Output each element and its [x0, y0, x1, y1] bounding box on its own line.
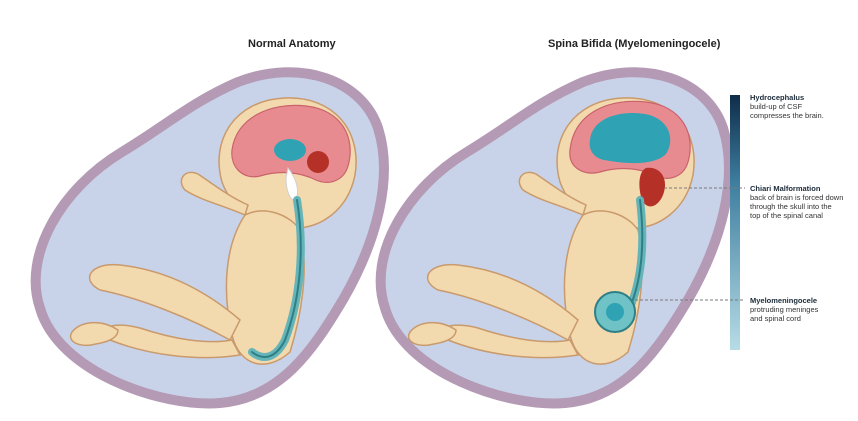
chiari-text-3: top of the spinal canal [750, 211, 850, 220]
chiari-callout: Chiari Malformation back of brain is for… [750, 184, 850, 220]
cerebellum-normal [307, 151, 329, 173]
myelomeningocele-text-1: protruding meninges [750, 305, 850, 314]
myelomeningocele-title: Myelomeningocele [750, 296, 850, 305]
hydrocephalus-callout: Hydrocephalus build-up of CSF compresses… [750, 93, 850, 120]
hydrocephalus-title: Hydrocephalus [750, 93, 850, 102]
chiari-text-1: back of brain is forced down [750, 193, 850, 202]
myelomeningocele-callout: Myelomeningocele protruding meninges and… [750, 296, 850, 323]
chiari-title: Chiari Malformation [750, 184, 850, 193]
normal-anatomy-panel [36, 72, 384, 403]
chiari-text-2: through the skull into the [750, 202, 850, 211]
myelomeningocele-text-2: and spinal cord [750, 314, 850, 323]
spina-bifida-title: Spina Bifida (Myelomeningocele) [548, 38, 720, 50]
hydrocephalus-text-1: build-up of CSF [750, 102, 850, 111]
normal-anatomy-title: Normal Anatomy [248, 38, 336, 50]
severity-bar [730, 95, 740, 350]
hydrocephalus-text-2: compresses the brain. [750, 111, 850, 120]
spina-bifida-panel [381, 72, 729, 403]
ventricle-normal [274, 139, 306, 161]
